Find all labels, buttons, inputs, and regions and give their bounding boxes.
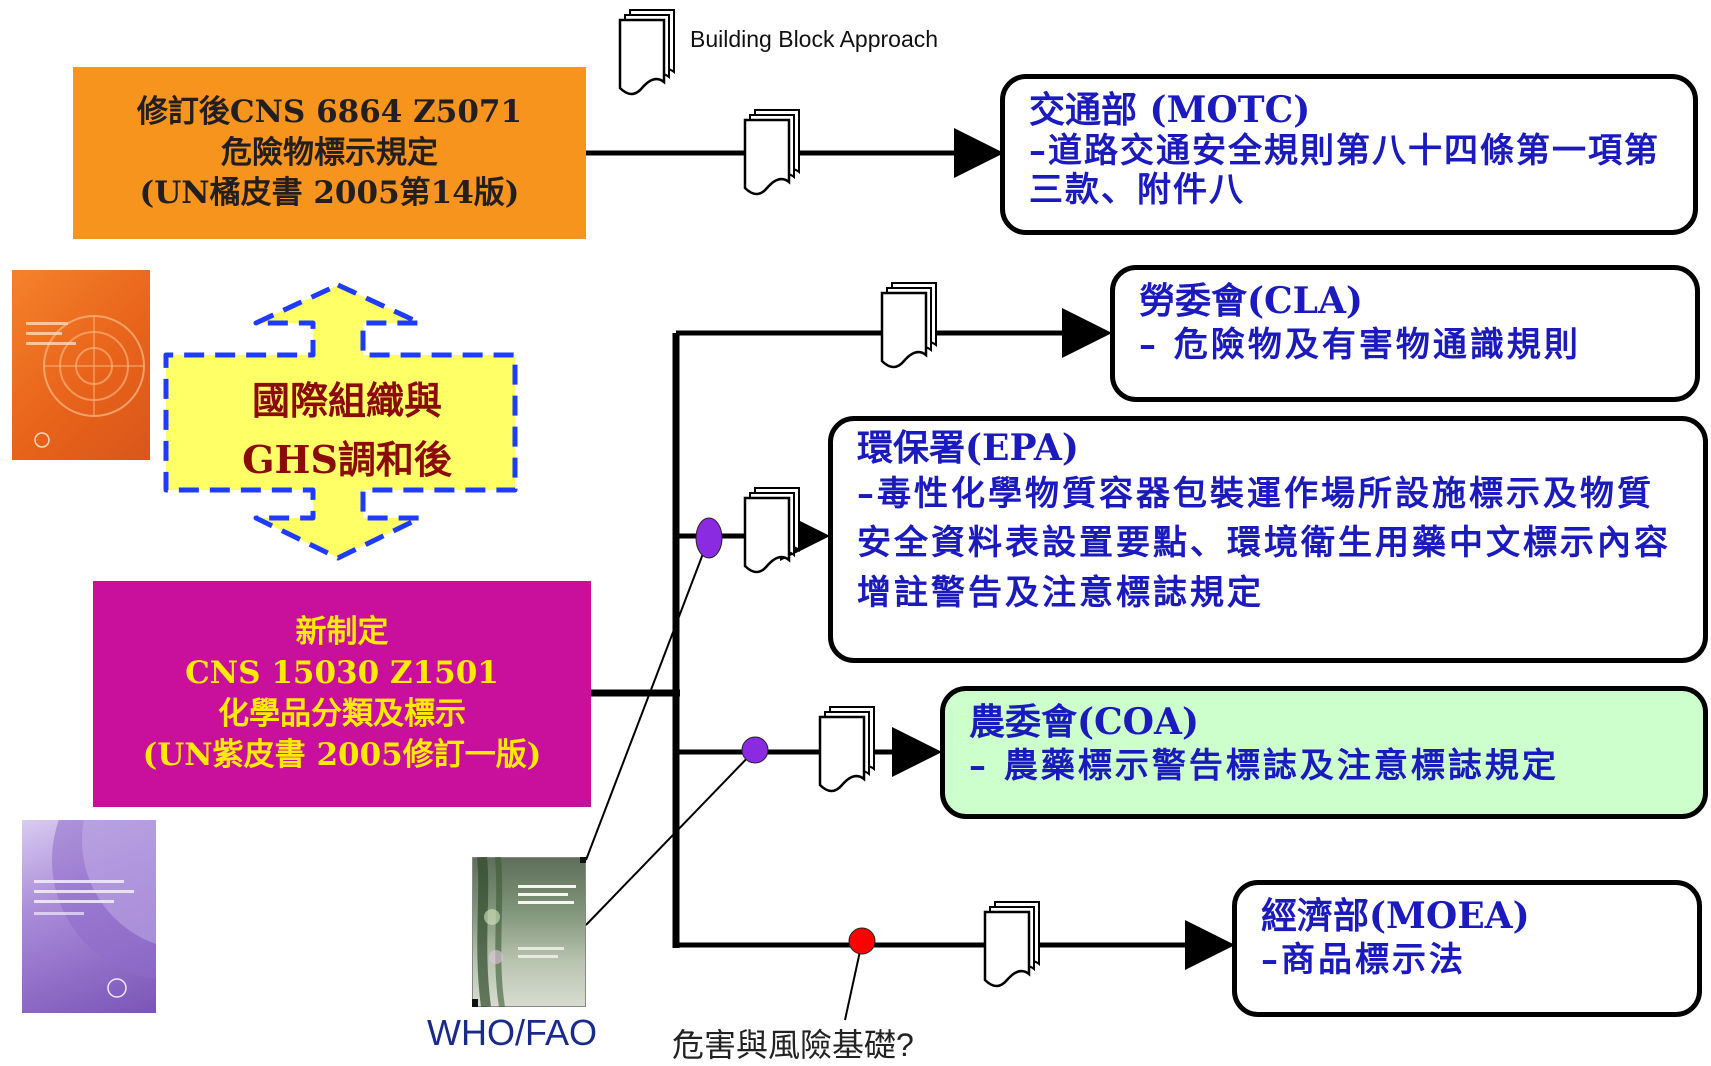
cns15030-line-1: 新制定: [295, 614, 389, 651]
cns15030-line-2: CNS 15030 Z1501: [185, 655, 499, 692]
building-block-label: Building Block Approach: [690, 26, 939, 52]
moea-title: 經濟部(MOEA): [1261, 895, 1530, 937]
coa-body: – 農藥標示警告標誌及注意標誌規定: [969, 746, 1559, 787]
cns6864-line-3: (UN橘皮書 2005第14版): [139, 175, 520, 212]
cns15030-line-4: (UN紫皮書 2005修訂一版): [142, 736, 542, 773]
epa-body: –毒性化學物質容器包裝運作場所設施標示及物質安全資料表設置要點、環境衛生用藥中文…: [857, 474, 1671, 613]
target-box-cla: 勞委會(CLA) – 危險物及有害物通識規則: [1110, 265, 1700, 402]
cns6864-line-2: 危險物標示規定: [221, 134, 438, 171]
double-arrow-icon: [163, 282, 518, 561]
red-dot-moea: [848, 927, 876, 955]
cla-title: 勞委會(CLA): [1139, 280, 1363, 322]
source-box-cns6864: 修訂後CNS 6864 Z5071 危險物標示規定 (UN橘皮書 2005第14…: [73, 67, 586, 239]
who-link-coa: [585, 749, 756, 926]
target-box-coa: 農委會(COA) – 農藥標示警告標誌及注意標誌規定: [940, 686, 1708, 819]
purple-dot-coa: [741, 736, 769, 764]
epa-title: 環保署(EPA): [857, 427, 1079, 469]
cns15030-line-3: 化學品分類及標示: [218, 696, 466, 732]
motc-title: 交通部 (MOTC): [1029, 89, 1311, 131]
document-stack-icon: [983, 900, 1041, 988]
document-stack-icon: [743, 486, 801, 574]
target-box-moea: 經濟部(MOEA) –商品標示法: [1232, 880, 1702, 1017]
document-stack-icon: [743, 108, 801, 196]
document-stack-icon: [880, 281, 938, 369]
purple-book-cover: [22, 820, 156, 1013]
hazard-link: [844, 941, 863, 1021]
who-fao-label: WHO/FAO: [427, 1012, 597, 1053]
harmonization-line-2: GHS調和後: [242, 436, 452, 482]
source-box-cns15030: 新制定 CNS 15030 Z1501 化學品分類及標示 (UN紫皮書 2005…: [93, 581, 591, 807]
cla-body: – 危險物及有害物通識規則: [1139, 325, 1581, 366]
moea-body: –商品標示法: [1261, 940, 1466, 981]
document-stack-icon: [618, 8, 676, 96]
document-stack-icon: [818, 705, 876, 793]
hazard-risk-label: 危害與風險基礎?: [672, 1027, 914, 1063]
who-link-epa: [585, 537, 710, 861]
purple-dot-epa: [695, 517, 723, 559]
motc-body: –道路交通安全規則第八十四條第一項第三款、附件八: [1029, 131, 1660, 211]
target-box-epa: 環保署(EPA) –毒性化學物質容器包裝運作場所設施標示及物質安全資料表設置要點…: [828, 416, 1708, 663]
coa-title: 農委會(COA): [969, 701, 1200, 743]
cns6864-line-1: 修訂後CNS 6864 Z5071: [136, 93, 523, 130]
target-box-motc: 交通部 (MOTC) –道路交通安全規則第八十四條第一項第三款、附件八: [1000, 74, 1698, 235]
harmonization-line-1: 國際組織與: [251, 378, 442, 423]
who-fao-book-cover: [472, 857, 586, 1007]
harmonization-label: 國際組織與 GHS調和後: [200, 372, 494, 490]
orange-book-cover: [12, 270, 150, 460]
